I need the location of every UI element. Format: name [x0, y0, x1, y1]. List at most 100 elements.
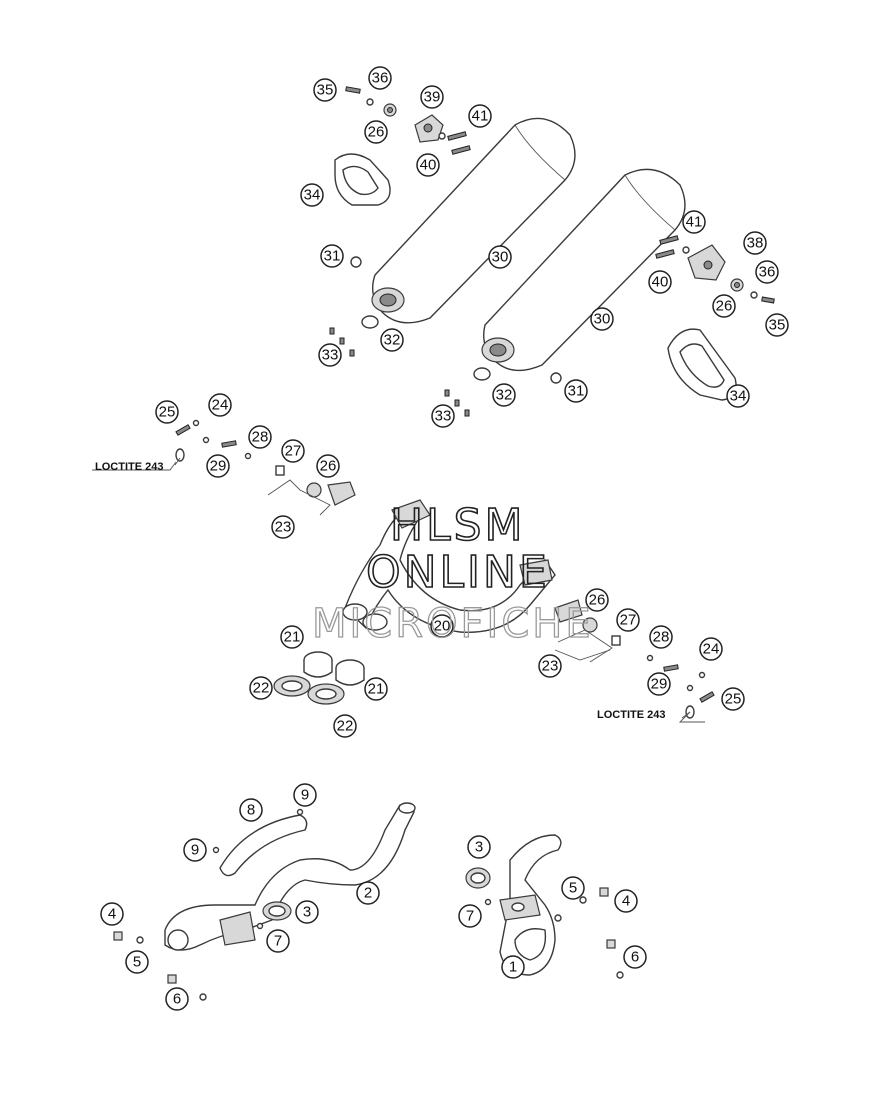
svg-text:3: 3: [475, 839, 483, 856]
callout-1: 1: [501, 955, 525, 979]
callout-9: 9: [183, 838, 207, 862]
callout-9: 9: [293, 783, 317, 807]
callout-27: 27: [616, 608, 640, 632]
svg-text:8: 8: [247, 802, 255, 819]
svg-text:36: 36: [372, 70, 389, 87]
svg-text:5: 5: [133, 954, 141, 971]
callout-34: 34: [300, 183, 324, 207]
sleeve-21-left: [303, 651, 333, 678]
watermark-line1: HLSM: [390, 500, 526, 551]
muffler-left: [371, 117, 576, 324]
callout-36: 36: [755, 260, 779, 284]
svg-text:21: 21: [284, 629, 301, 646]
svg-text:24: 24: [703, 641, 720, 658]
svg-text:6: 6: [631, 949, 639, 966]
svg-text:20: 20: [434, 618, 451, 635]
gasket-3-left: [262, 901, 292, 921]
muffler-strap-right: [667, 328, 737, 401]
svg-text:9: 9: [301, 787, 309, 804]
callout-3: 3: [467, 835, 491, 859]
svg-text:4: 4: [108, 906, 116, 923]
svg-text:6: 6: [173, 991, 181, 1008]
mount-hardware-left: [174, 419, 356, 516]
y-pipe-20: [342, 499, 556, 633]
top-hardware: [329, 86, 775, 417]
callout-6: 6: [623, 945, 647, 969]
callout-4: 4: [100, 902, 124, 926]
svg-text:26: 26: [368, 124, 385, 141]
callout-26: 26: [316, 454, 340, 478]
sleeve-21-right: [335, 659, 365, 686]
callout-31: 31: [564, 379, 588, 403]
callout-2: 2: [356, 881, 380, 905]
bracket-38: [687, 244, 726, 281]
header-pipe-2: [164, 802, 416, 951]
mount-hardware-right: [554, 599, 715, 719]
callout-32: 32: [492, 383, 516, 407]
svg-text:7: 7: [274, 933, 282, 950]
svg-text:34: 34: [304, 187, 321, 204]
svg-text:7: 7: [466, 908, 474, 925]
header-pipe-1: [499, 834, 562, 976]
callout-7: 7: [458, 904, 482, 928]
callout-38: 38: [743, 231, 767, 255]
watermark-line3: MICROFICHE: [312, 601, 594, 647]
callout-26: 26: [364, 120, 388, 144]
svg-text:22: 22: [337, 718, 354, 735]
svg-text:27: 27: [285, 443, 302, 460]
svg-text:26: 26: [320, 458, 337, 475]
callout-20: 20: [430, 614, 454, 638]
svg-text:29: 29: [651, 676, 668, 693]
svg-text:26: 26: [716, 298, 733, 315]
muffler-strap-left: [334, 153, 391, 206]
svg-text:4: 4: [622, 893, 630, 910]
svg-text:21: 21: [368, 681, 385, 698]
callout-8: 8: [239, 798, 263, 822]
svg-text:41: 41: [686, 214, 703, 231]
callout-28: 28: [649, 625, 673, 649]
callout-25: 25: [155, 400, 179, 424]
callout-27: 27: [281, 439, 305, 463]
callout-6: 6: [165, 987, 189, 1011]
svg-text:25: 25: [159, 404, 176, 421]
svg-text:23: 23: [275, 519, 292, 536]
callout-28: 28: [248, 425, 272, 449]
svg-text:9: 9: [191, 842, 199, 859]
svg-text:36: 36: [759, 264, 776, 281]
callout-21: 21: [280, 625, 304, 649]
svg-text:40: 40: [652, 274, 669, 291]
callout-35: 35: [765, 313, 789, 337]
svg-text:31: 31: [324, 248, 341, 265]
callout-7: 7: [266, 929, 290, 953]
bottom-left-hardware: [113, 808, 304, 1001]
svg-text:33: 33: [322, 347, 339, 364]
callout-21: 21: [364, 677, 388, 701]
svg-text:30: 30: [492, 249, 509, 266]
heat-shield-8: [219, 814, 308, 877]
svg-text:39: 39: [424, 89, 441, 106]
callout-3: 3: [295, 900, 319, 924]
svg-text:33: 33: [435, 408, 452, 425]
muffler-right: [481, 168, 686, 372]
bottom-right-hardware: [484, 887, 624, 979]
svg-text:32: 32: [496, 387, 513, 404]
callout-39: 39: [420, 85, 444, 109]
svg-text:22: 22: [253, 680, 270, 697]
callout-29: 29: [206, 454, 230, 478]
svg-text:2: 2: [364, 885, 372, 902]
callout-23: 23: [538, 654, 562, 678]
svg-text:5: 5: [569, 880, 577, 897]
svg-text:3: 3: [303, 904, 311, 921]
callout-32: 32: [380, 328, 404, 352]
callout-22: 22: [333, 714, 357, 738]
callout-5: 5: [125, 950, 149, 974]
callout-29: 29: [647, 672, 671, 696]
svg-text:35: 35: [317, 82, 334, 99]
svg-text:38: 38: [747, 235, 764, 252]
svg-text:27: 27: [620, 612, 637, 629]
callout-30: 30: [590, 307, 614, 331]
svg-text:23: 23: [542, 658, 559, 675]
callout-36: 36: [368, 66, 392, 90]
svg-text:28: 28: [252, 429, 269, 446]
callout-23: 23: [271, 515, 295, 539]
